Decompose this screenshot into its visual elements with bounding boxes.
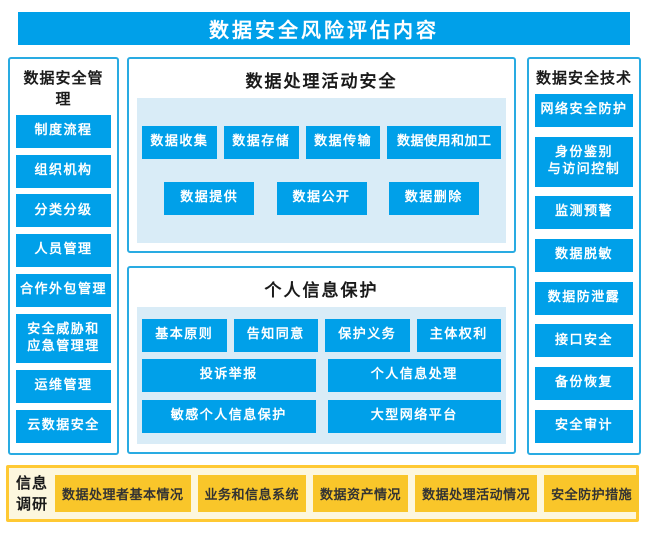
- technology-item: 数据防泄露: [535, 281, 633, 315]
- personal-info-body: 基本原则 告知同意 保护义务 主体权利 投诉举报 个人信息处理 敏感个人信息保护…: [137, 307, 506, 444]
- privacy-item: 基本原则: [142, 318, 227, 352]
- activity-item: 数据公开: [276, 182, 367, 216]
- activity-item: 数据提供: [164, 182, 255, 216]
- survey-item: 安全防护措施: [544, 475, 640, 512]
- management-panel-title: 数据安全管理: [23, 69, 104, 108]
- activity-item: 数据使用和加工: [387, 125, 502, 159]
- processing-activity-title: 数据处理活动安全: [245, 72, 398, 92]
- technology-item: 监测预警: [535, 196, 633, 230]
- technology-item: 网络安全防护: [535, 94, 633, 127]
- personal-info-row-3: 敏感个人信息保护 大型网络平台: [142, 399, 501, 433]
- privacy-item: 告知同意: [233, 318, 318, 352]
- privacy-item: 大型网络平台: [327, 399, 501, 433]
- management-item: 人员管理: [16, 234, 111, 268]
- privacy-item: 保护义务: [325, 318, 410, 352]
- survey-item: 数据资产情况: [313, 475, 409, 512]
- technology-item: 数据脱敏: [535, 238, 633, 272]
- management-item: 合作外包管理: [16, 273, 111, 307]
- management-item: 云数据安全: [16, 409, 111, 443]
- technology-panel-title: 数据安全技术: [535, 69, 632, 87]
- management-item: 组织机构: [16, 154, 111, 188]
- activity-item: 数据传输: [305, 125, 381, 159]
- management-item: 运维管理: [16, 370, 111, 404]
- activity-item: 数据存储: [223, 125, 299, 159]
- privacy-item: 个人信息处理: [327, 359, 501, 392]
- personal-info-panel: 个人信息保护 基本原则 告知同意 保护义务 主体权利 投诉举报 个人信息处理 敏…: [127, 266, 516, 454]
- info-survey-label: 信息 调研: [16, 474, 49, 513]
- management-item: 制度流程: [16, 115, 111, 148]
- personal-info-row-2: 投诉举报 个人信息处理: [142, 359, 501, 392]
- privacy-item: 投诉举报: [142, 359, 316, 392]
- personal-info-title: 个人信息保护: [264, 281, 379, 301]
- technology-item: 备份恢复: [535, 367, 633, 401]
- info-survey-bar: 信息 调研 数据处理者基本情况 业务和信息系统 数据资产情况 数据处理活动情况 …: [6, 465, 640, 522]
- privacy-item: 敏感个人信息保护: [142, 399, 316, 433]
- survey-item: 数据处理者基本情况: [55, 475, 191, 512]
- processing-row-2: 数据提供 数据公开 数据删除: [142, 182, 501, 216]
- personal-info-row-1: 基本原则 告知同意 保护义务 主体权利: [142, 318, 501, 352]
- processing-row-1: 数据收集 数据存储 数据传输 数据使用和加工: [142, 125, 502, 159]
- technology-item: 安全审计: [535, 409, 633, 443]
- management-panel: 数据安全管理 制度流程 组织机构 分类分级 人员管理 合作外包管理 安全威胁和 …: [8, 57, 119, 455]
- technology-item: 接口安全: [535, 324, 633, 358]
- technology-item: 身份鉴别 与访问控制: [535, 136, 633, 187]
- management-items: 制度流程 组织机构 分类分级 人员管理 合作外包管理 安全威胁和 应急管理理 运…: [16, 111, 111, 443]
- privacy-item: 主体权利: [416, 318, 501, 352]
- technology-items: 网络安全防护 身份鉴别 与访问控制 监测预警 数据脱敏 数据防泄露 接口安全 备…: [535, 90, 633, 443]
- activity-item: 数据收集: [142, 125, 217, 159]
- management-item: 安全威胁和 应急管理理: [16, 313, 111, 364]
- management-item: 分类分级: [16, 194, 111, 228]
- processing-activity-body: 数据收集 数据存储 数据传输 数据使用和加工 数据提供 数据公开 数据删除: [137, 98, 506, 243]
- technology-panel: 数据安全技术 网络安全防护 身份鉴别 与访问控制 监测预警 数据脱敏 数据防泄露…: [527, 57, 641, 455]
- activity-item: 数据删除: [388, 182, 479, 216]
- page-title: 数据安全风险评估内容: [18, 12, 630, 45]
- survey-item: 业务和信息系统: [197, 475, 307, 512]
- processing-activity-panel: 数据处理活动安全 数据收集 数据存储 数据传输 数据使用和加工 数据提供 数据公…: [127, 57, 516, 253]
- survey-item: 数据处理活动情况: [415, 475, 538, 512]
